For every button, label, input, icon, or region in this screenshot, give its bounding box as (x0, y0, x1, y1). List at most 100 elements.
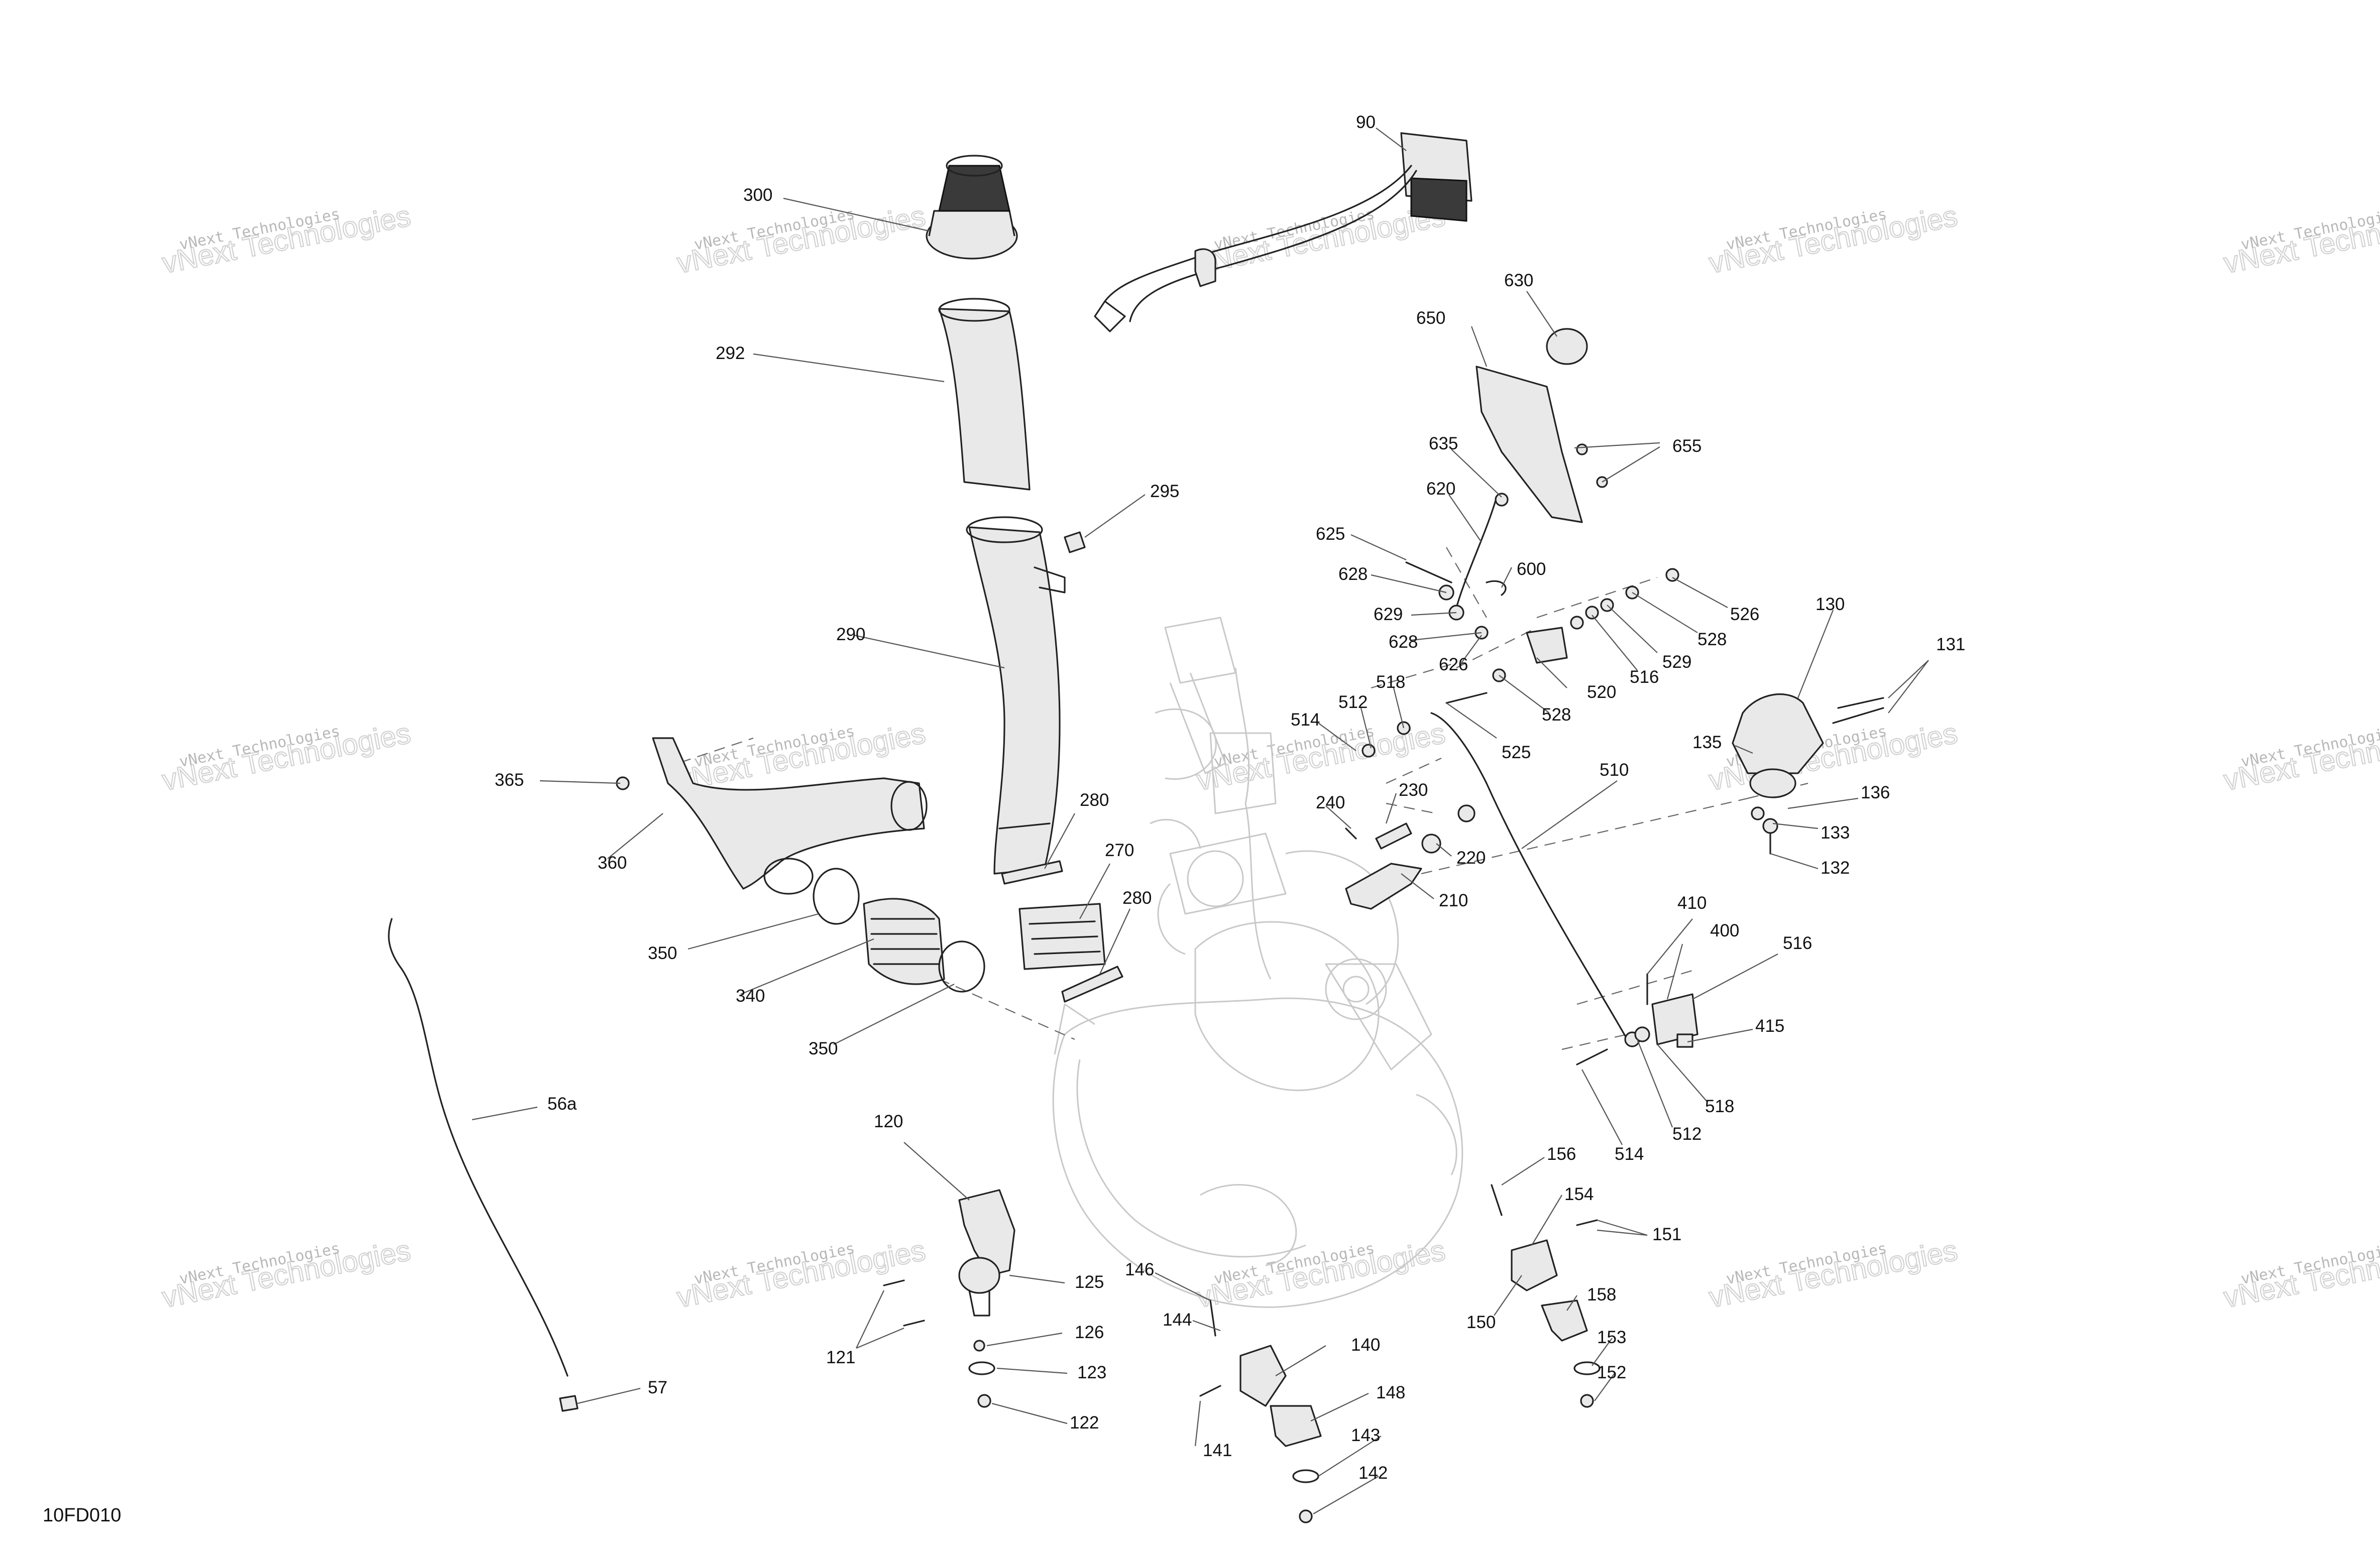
part-130-mount (1732, 693, 1884, 855)
part-label: 230 (1399, 780, 1428, 800)
watermark: vNext Technologies vNext Technologies (1706, 199, 1961, 280)
part-label: 365 (495, 770, 524, 790)
part-150-mount (1491, 1184, 1601, 1408)
watermark: vNext Technologies vNext Technologies (2221, 1233, 2380, 1315)
leader-lines (472, 128, 1929, 1514)
part-label: 290 (836, 625, 865, 644)
part-label: 626 (1439, 655, 1468, 674)
part-label: 630 (1504, 271, 1533, 290)
diagram-code: 10FD010 (43, 1505, 121, 1526)
part-label: 150 (1466, 1313, 1496, 1332)
watermark: vNext Technologies vNext Technologies (159, 716, 414, 797)
part-label: 270 (1105, 841, 1134, 860)
part-56a-hose (388, 918, 579, 1412)
watermarks: vNext Technologies vNext Technologies vN… (159, 199, 2380, 1315)
part-label: 142 (1358, 1463, 1388, 1483)
part-label: 56a (547, 1094, 577, 1114)
part-label: 510 (1600, 760, 1629, 780)
part-label: 57 (648, 1378, 667, 1397)
part-label: 210 (1439, 891, 1468, 910)
watermark: vNext Technologies vNext Technologies (674, 199, 929, 280)
part-label: 280 (1122, 888, 1152, 908)
watermark: vNext Technologies vNext Technologies (1706, 1233, 1961, 1315)
part-label: 512 (1338, 692, 1368, 712)
part-label: 625 (1316, 524, 1345, 544)
part-label: 628 (1338, 564, 1368, 584)
part-label: 518 (1705, 1097, 1734, 1116)
part-label: 350 (809, 1039, 838, 1058)
part-label: 90 (1356, 112, 1376, 132)
part-label: 144 (1163, 1310, 1192, 1330)
part-label: 154 (1564, 1184, 1594, 1204)
part-label: 123 (1077, 1363, 1106, 1382)
watermark: vNext Technologies vNext Technologies (674, 1233, 929, 1315)
part-label: 143 (1351, 1426, 1380, 1445)
part-650-plate (1455, 328, 1608, 609)
linkage-parts (1362, 561, 1679, 758)
part-label: 514 (1615, 1144, 1644, 1164)
part-label: 295 (1150, 482, 1179, 501)
part-510-rod (1430, 712, 1628, 1040)
part-label: 520 (1587, 682, 1616, 702)
part-label: 655 (1672, 436, 1702, 456)
part-label: 146 (1125, 1260, 1154, 1279)
assembly-lines (662, 547, 1808, 1050)
part-label: 131 (1936, 635, 1965, 654)
part-label: 516 (1783, 933, 1812, 953)
part-label: 133 (1821, 823, 1850, 843)
part-label: 125 (1075, 1272, 1104, 1292)
watermark: vNext Technologies vNext Technologies (159, 1233, 414, 1315)
part-label: 628 (1389, 632, 1418, 652)
part-label: 130 (1816, 595, 1845, 614)
part-label: 528 (1697, 630, 1727, 649)
part-label: 292 (716, 343, 745, 363)
part-label: 415 (1755, 1016, 1784, 1036)
part-400-bracket (1576, 973, 1698, 1065)
part-292-tube (938, 298, 1031, 491)
part-label: 600 (1517, 559, 1546, 579)
part-label: 152 (1597, 1363, 1626, 1382)
part-label: 156 (1547, 1144, 1576, 1164)
part-label: 410 (1677, 893, 1707, 913)
part-340-boot (813, 868, 985, 993)
part-120-mount (883, 1189, 1015, 1408)
part-label: 529 (1662, 652, 1691, 672)
part-label: 620 (1426, 479, 1455, 499)
part-label: 528 (1542, 705, 1571, 725)
part-label: 140 (1351, 1335, 1380, 1355)
part-label: 153 (1597, 1328, 1626, 1347)
part-270-bracket (1001, 860, 1123, 1003)
part-label: 400 (1710, 921, 1739, 940)
part-label: 151 (1652, 1225, 1681, 1244)
watermark: vNext Technologies vNext Technologies (2221, 716, 2380, 797)
watermark: vNext Technologies vNext Technologies (2221, 199, 2380, 280)
part-label: 512 (1672, 1124, 1702, 1144)
part-label: 158 (1587, 1285, 1616, 1304)
part-label: 518 (1376, 672, 1405, 692)
part-label: 148 (1376, 1383, 1405, 1402)
part-label: 629 (1374, 605, 1403, 624)
part-label: 121 (826, 1348, 855, 1367)
watermark: vNext Technologies vNext Technologies (159, 199, 414, 280)
part-label: 240 (1316, 793, 1345, 812)
part-label: 340 (736, 986, 765, 1006)
part-label: 280 (1080, 790, 1109, 810)
part-label: 516 (1630, 667, 1659, 687)
part-label: 635 (1429, 434, 1458, 453)
part-label: 132 (1821, 858, 1850, 878)
part-label: 122 (1070, 1413, 1099, 1433)
part-295-nut (1064, 531, 1086, 553)
part-360-duct (616, 737, 928, 895)
engine-ghost (1052, 617, 1463, 1308)
part-labels: 90 300 292 295 290 630 650 655 635 620 6… (495, 112, 1965, 1483)
part-140-mount (1199, 1299, 1322, 1523)
part-label: 126 (1075, 1323, 1104, 1342)
part-label: 120 (874, 1112, 903, 1131)
part-label: 514 (1291, 710, 1320, 730)
part-label: 135 (1692, 733, 1722, 752)
part-290-duct (966, 516, 1066, 875)
part-300-cap (926, 155, 1018, 260)
part-label: 141 (1203, 1441, 1232, 1460)
part-label: 650 (1416, 308, 1445, 328)
